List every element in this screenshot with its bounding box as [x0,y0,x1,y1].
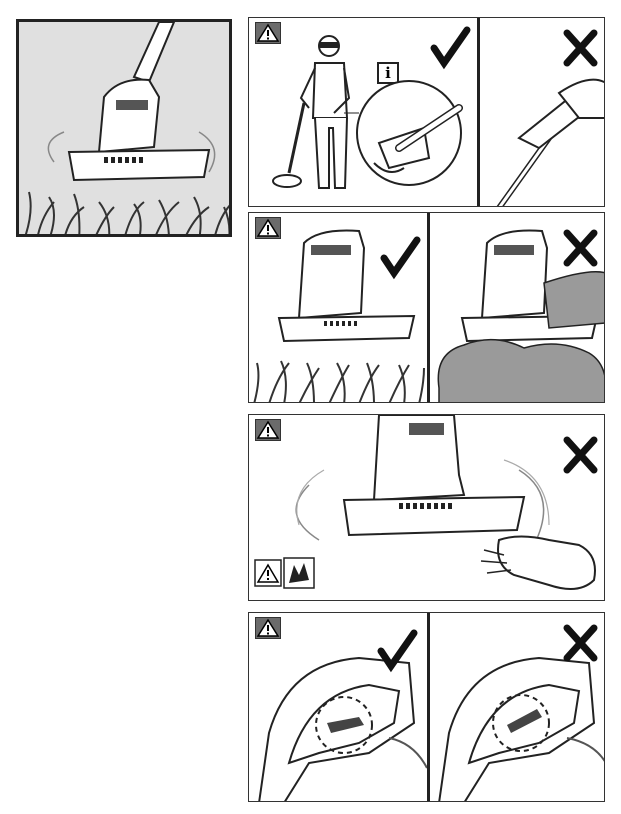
check-mark-icon [430,26,471,70]
cross-mark-icon [563,436,598,474]
cutting-height-illustration [253,213,604,402]
section-cutting-height [248,212,605,403]
warning-badge [255,22,281,44]
warning-triangle-icon [256,218,280,237]
info-badge: i [377,62,399,84]
section-keep-hands-away [248,414,605,601]
hand-injury-icon [289,563,309,583]
cross-mark-icon [563,624,598,662]
switch-lock-illustration [258,613,604,801]
keep-hands-away-illustration [254,415,598,590]
operator-grip-illustration [272,18,604,206]
section-operator-grip: i [248,17,605,207]
warning-triangle-icon [256,618,280,637]
warning-triangle-icon [256,420,280,439]
check-mark-icon [377,629,418,673]
section-switch-lock [248,612,605,802]
intro-illustration [16,19,232,237]
warning-badge [255,419,281,441]
warning-badge [255,217,281,239]
warning-badge [255,617,281,639]
warning-triangle-icon [256,23,280,42]
cross-mark-icon [563,29,598,67]
check-mark-icon [380,236,421,280]
trimmer-head-in-grass-illustration [24,22,229,234]
cross-mark-icon [563,229,598,267]
